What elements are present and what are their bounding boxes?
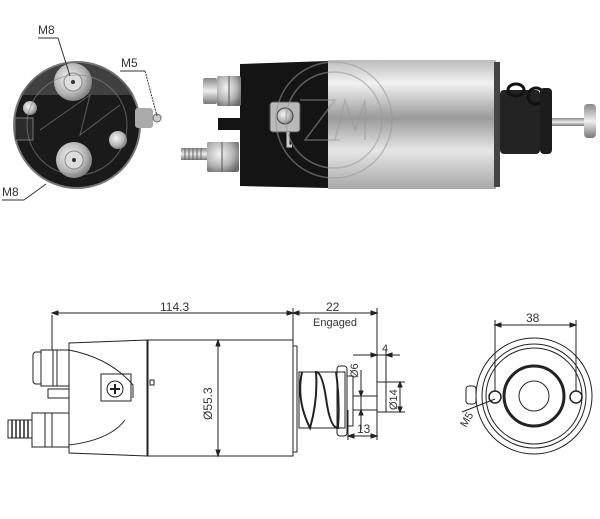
dim-head-width: 4 (382, 343, 388, 355)
m5-label: M5 (121, 56, 138, 70)
bottom-m8-label: M8 (2, 185, 19, 199)
photo-bottom-terminal (181, 142, 239, 172)
mount-hole-right (569, 390, 583, 404)
photo-side-view (181, 60, 596, 189)
drawing-bottom-terminal (7, 412, 70, 448)
dim-mount-spacing: 38 (526, 311, 540, 325)
photo-plunger (500, 82, 596, 154)
dim-terminal-thread: M5 (458, 410, 476, 429)
dim-plunger-travel: 22 (326, 300, 340, 314)
drawing-top-terminal (32, 349, 70, 387)
photo-top-terminal (203, 76, 241, 106)
photo-end-view: M8 M5 M8 (2, 23, 162, 201)
bottom-m8-terminal (56, 142, 92, 178)
dim-engaged-note: Engaged (313, 317, 357, 329)
drawing-spring (298, 365, 354, 437)
drawing-end-view (461, 320, 593, 455)
dim-shaft-diameter: Ø6 (349, 363, 361, 378)
zm-watermark-icon (275, 61, 393, 179)
dim-body-diameter: Ø55.3 (201, 387, 215, 420)
drawing-side-view (7, 308, 405, 458)
dim-shaft-length: 13 (357, 422, 371, 436)
mount-hole-left (488, 390, 502, 404)
small-screw-icon (109, 131, 127, 149)
dim-body-length: 114.3 (160, 300, 189, 314)
top-m8-label: M8 (38, 23, 55, 37)
dim-head-diameter: Ø14 (388, 389, 400, 410)
top-m8-terminal (54, 63, 92, 101)
